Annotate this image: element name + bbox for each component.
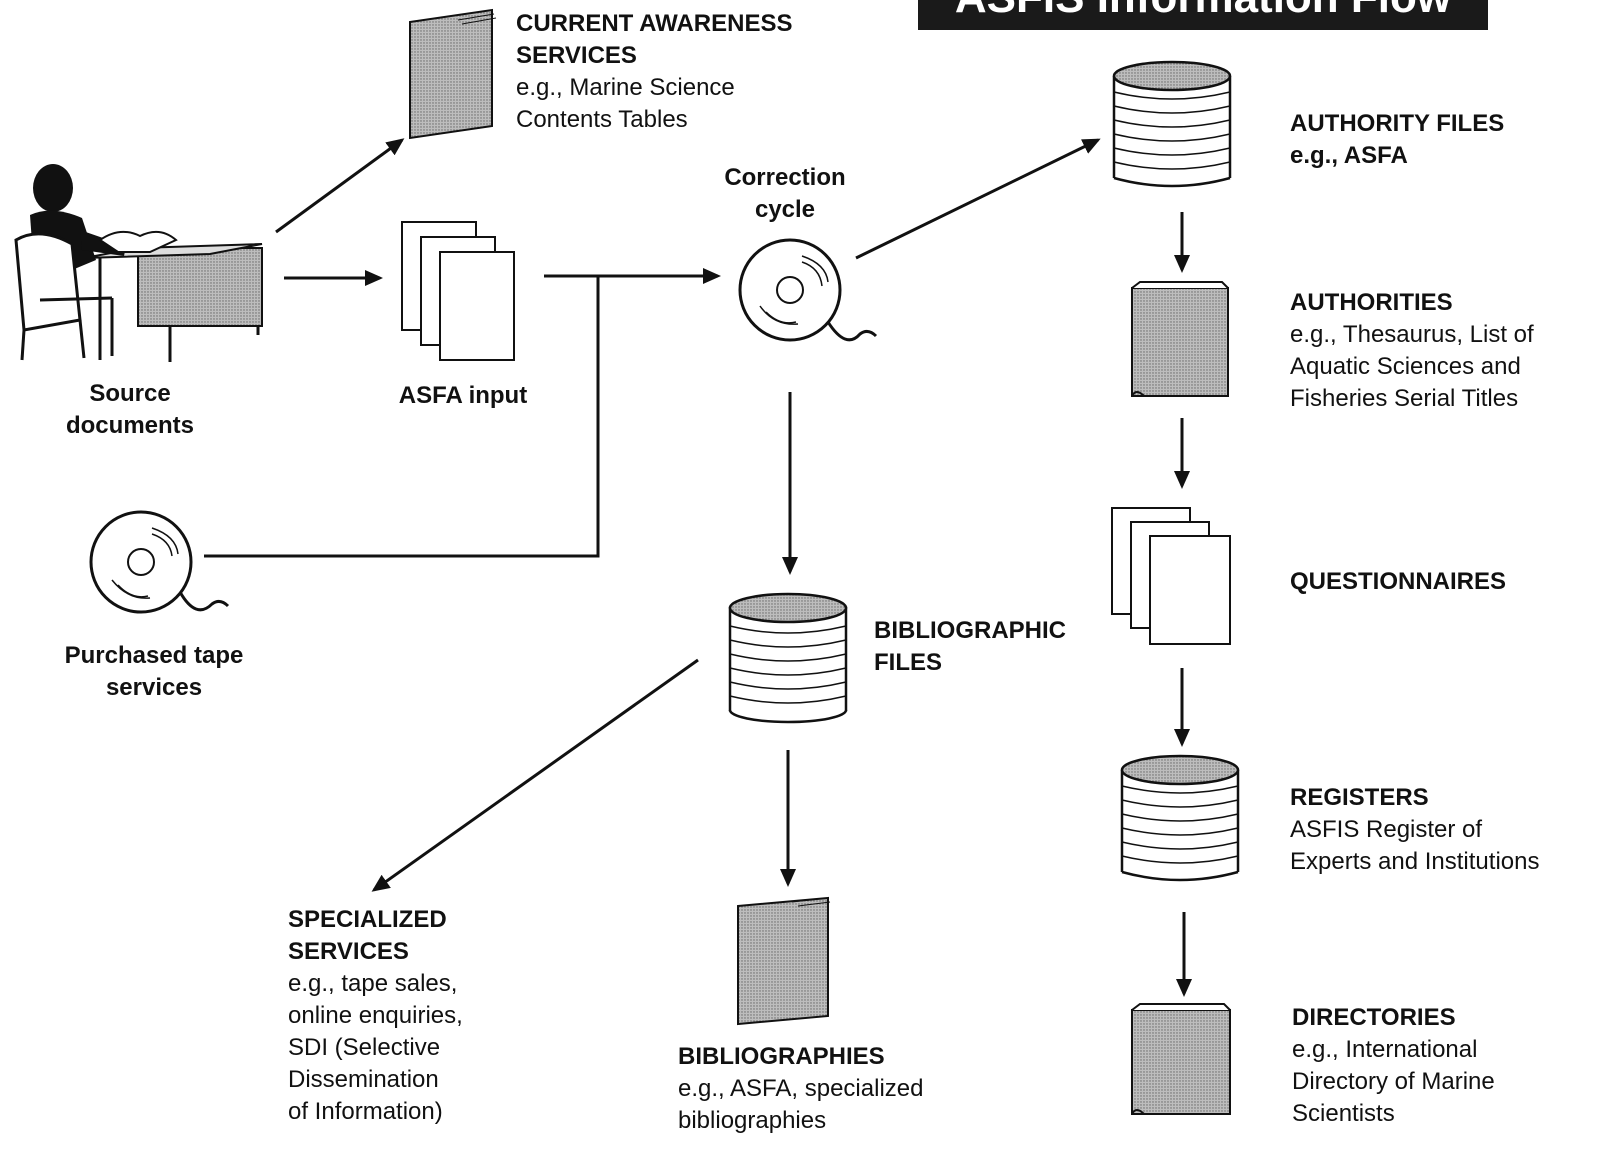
correction-cycle-label: Correction cycle: [724, 164, 846, 223]
arrow-to-authority-files: [855, 138, 1101, 260]
registers-label: REGISTERS ASFIS Register of Experts and …: [1290, 784, 1540, 875]
bibliographic-files-label: BIBLIOGRAPHIC FILES: [874, 617, 1066, 676]
current-awareness-label: CURRENT AWARENESS SERVICES e.g., Marine …: [516, 10, 793, 133]
directories-book-icon: [1131, 1003, 1231, 1115]
authorities-label: AUTHORITIES e.g., Thesaurus, List of Aqu…: [1290, 289, 1534, 412]
directories-label: DIRECTORIES e.g., International Director…: [1292, 1004, 1495, 1127]
diagram-title: ASFIS Information Flow: [918, 0, 1488, 30]
questionnaires-label: QUESTIONNAIRES: [1290, 568, 1507, 595]
source-documents-label: Source documents: [65, 380, 194, 439]
authority-database-icon: [1112, 60, 1232, 188]
booklet-icon: [409, 8, 497, 140]
registers-database-icon: [1120, 754, 1240, 882]
arrow-to-specialized-services: [371, 658, 699, 892]
book-icon: [1131, 281, 1229, 397]
arrow-to-current-awareness: [275, 138, 405, 234]
tape-reel-icon: [89, 510, 230, 614]
bibliographies-booklet-icon: [737, 896, 831, 1026]
line-tape-merge: [204, 276, 600, 558]
purchased-tape-label: Purchased tape services: [64, 642, 244, 701]
asfa-input-label: ASFA input: [398, 382, 528, 409]
specialized-services-label: SPECIALIZED SERVICES e.g., tape sales, o…: [288, 906, 463, 1125]
pages-stack-icon: [401, 221, 515, 361]
bibliographies-label: BIBLIOGRAPHIES e.g., ASFA, specialized b…: [678, 1043, 924, 1134]
questionnaire-pages-icon: [1111, 507, 1231, 645]
bibliographic-database-icon: [728, 592, 848, 724]
correction-tape-reel-icon: [738, 238, 878, 342]
flow-arrows: [204, 138, 1192, 997]
authority-files-label: AUTHORITY FILES e.g., ASFA: [1290, 110, 1505, 169]
person-at-desk-icon: [14, 164, 263, 362]
